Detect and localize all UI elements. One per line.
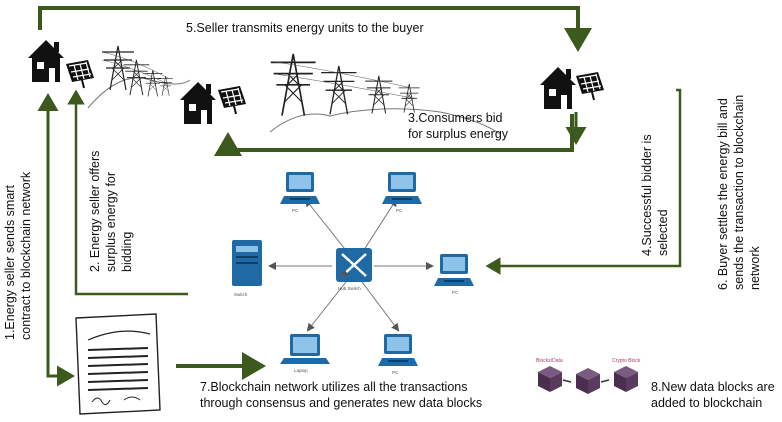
step8-label-line1: 8.New data blocks are: [651, 380, 775, 394]
laptop-caption: Laptop: [294, 368, 308, 373]
arrow-step1: [37, 93, 68, 378]
step7-label-line1: 7.Blockchain network utilizes all the tr…: [200, 380, 468, 394]
step6-label-line1: 6. Buyer settles the energy bill and: [716, 98, 730, 290]
consumer-house: [180, 82, 247, 124]
step5-label: 5.Seller transmits energy units to the b…: [186, 21, 424, 35]
arrow-step3: [214, 114, 574, 156]
blockchain-blocks: [538, 366, 638, 394]
hub-caption: Hub Switch: [338, 286, 361, 291]
step3-label-line2: for surplus energy: [408, 127, 509, 141]
pc-bottom-caption: PC: [392, 370, 399, 375]
power-lines-left: [87, 45, 191, 109]
seller-house: [28, 40, 95, 89]
step2-label-line3: bidding: [120, 231, 134, 272]
step7-label-line2: through consensus and generates new data…: [200, 396, 483, 410]
arrow-step2: [67, 89, 188, 296]
pc-top-left: [280, 172, 320, 204]
arrow-step5: [38, 6, 592, 52]
block-caption-2: Crypto Block: [612, 358, 641, 364]
step2-label-line2: surplus energy for: [104, 171, 118, 272]
step4-label-line1: 4.Successful bidder is: [640, 134, 654, 256]
step1-label-line2: contract to blockchain network: [19, 171, 33, 340]
pc-top-left-caption: PC: [292, 208, 299, 213]
switch-caption: Switch: [234, 292, 248, 297]
step6-label-line2: sends the transaction to blockchain: [732, 94, 746, 290]
block-caption-1: Blocks/Data: [536, 358, 563, 364]
pc-right: [434, 254, 474, 286]
step3-label-line1: 3.Consumers bid: [408, 111, 503, 125]
network-links: [268, 198, 434, 332]
step6-label-line3: network: [748, 246, 762, 290]
step1-label-line1: 1.Energy seller sends smart: [3, 185, 17, 340]
step4-label-line2: selected: [656, 209, 670, 256]
switch-tower: [232, 240, 262, 286]
ledger-document: [75, 313, 161, 415]
pc-top-right-caption: PC: [396, 208, 403, 213]
power-lines-right: [269, 53, 501, 135]
pc-right-caption: PC: [452, 290, 459, 295]
arrow-step4: [485, 88, 682, 275]
flow-arrows: [37, 6, 682, 387]
step2-label-line1: 2. Energy seller offers: [88, 150, 102, 272]
pc-top-right: [382, 172, 422, 204]
pc-bottom: [378, 334, 418, 366]
hub-switch: [336, 248, 372, 282]
step8-label-line2: added to blockchain: [651, 396, 763, 410]
laptop: [280, 334, 330, 364]
buyer-house: [540, 67, 605, 109]
